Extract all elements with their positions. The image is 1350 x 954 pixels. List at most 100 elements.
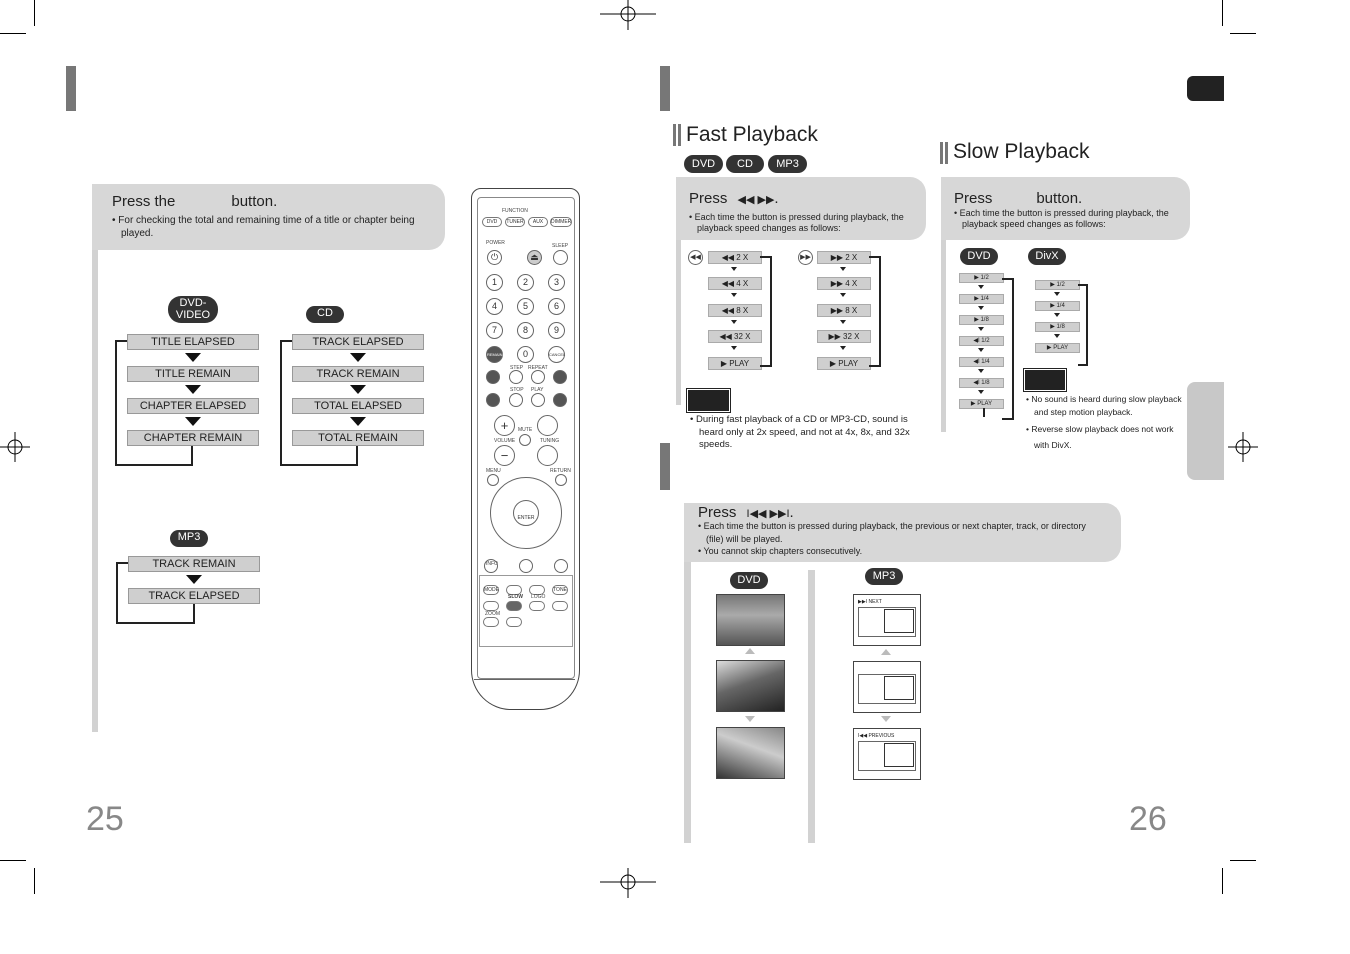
down-arrow-icon: [731, 267, 737, 271]
cancel-button[interactable]: CANCEL: [548, 346, 565, 363]
mode-button[interactable]: [519, 559, 533, 573]
speed-box: ▶ PLAY: [708, 357, 762, 370]
down-arrow-icon: [731, 320, 737, 324]
skip-bullet-2: You cannot skip chapters consecutively.: [703, 546, 863, 556]
down-arrow-icon: [1054, 334, 1060, 338]
press-period: .: [789, 504, 794, 521]
fast-bullet: Each time the button is pressed during p…: [694, 212, 904, 233]
enter-button[interactable]: ENTER: [513, 500, 539, 526]
stop-button[interactable]: [509, 393, 523, 407]
mp3-screen-previous: I◀◀ PREVIOUS: [853, 728, 921, 780]
down-arrow-icon: [978, 306, 984, 310]
loop-line: [116, 604, 195, 624]
mp3-prev-label: I◀◀ PREVIOUS: [858, 733, 895, 739]
repeat-button[interactable]: [531, 370, 545, 384]
fast-playback-panel: Press ◀◀ ▶▶. • Each time the button is p…: [676, 177, 926, 240]
number-5-button[interactable]: 5: [517, 298, 534, 315]
crop-mark: [34, 0, 35, 26]
number-9-button[interactable]: 9: [548, 322, 565, 339]
logo-label: LOGO: [531, 594, 546, 600]
speed-button[interactable]: [529, 585, 545, 595]
page-number: 25: [86, 800, 124, 838]
sleep-button[interactable]: [553, 250, 568, 265]
remain-button[interactable]: REMAIN: [486, 346, 503, 363]
number-4-button[interactable]: 4: [486, 298, 503, 315]
side-bar: [808, 570, 815, 843]
side-tab: [1187, 382, 1224, 480]
tuning-down-button[interactable]: [537, 445, 558, 466]
loop-line: [869, 256, 881, 367]
press-text: Press the: [112, 193, 176, 210]
info-button[interactable]: [484, 559, 498, 573]
number-2-button[interactable]: 2: [517, 274, 534, 291]
eject-button[interactable]: ⏏: [527, 250, 542, 265]
number-0-button[interactable]: 0: [517, 346, 534, 363]
number-8-button[interactable]: 8: [517, 322, 534, 339]
tuner-button[interactable]: TUNER: [505, 217, 525, 227]
dvd-badge: DVD: [960, 248, 998, 265]
logo-button[interactable]: [529, 601, 545, 611]
dvd-badge: DVD: [730, 572, 768, 589]
speed-box: ▶ 1/2: [1035, 280, 1080, 290]
remote-control: FUNCTION DVD TUNER AUX DIMMER POWER SLEE…: [471, 188, 580, 710]
down-arrow-icon: [1054, 292, 1060, 296]
step-label: STEP: [510, 365, 524, 371]
step-button[interactable]: [509, 370, 523, 384]
loop-line: [1078, 284, 1088, 366]
slow-button[interactable]: [506, 601, 522, 611]
effect-button[interactable]: [506, 585, 522, 595]
number-3-button[interactable]: 3: [548, 274, 565, 291]
mp3-badge: MP3: [170, 530, 208, 547]
press-text: Press: [689, 190, 728, 207]
speed-box: ▶ 1/8: [1035, 322, 1080, 332]
pscan-button[interactable]: [483, 601, 499, 611]
aux-button[interactable]: AUX: [528, 217, 548, 227]
tuning-up-button[interactable]: [537, 415, 558, 436]
power-button[interactable]: ⏻: [487, 250, 502, 265]
cd-badge: CD: [726, 155, 764, 173]
play-pause-button[interactable]: [531, 393, 545, 407]
registration-mark: [600, 0, 656, 30]
return-button[interactable]: [555, 474, 567, 486]
forward-icon: ▶▶: [798, 250, 813, 265]
dimmer-button[interactable]: DIMMER: [550, 217, 572, 227]
speed-box: ◀◀ 32 X: [708, 330, 762, 343]
number-7-button[interactable]: 7: [486, 322, 503, 339]
mode-small-button[interactable]: MODE: [483, 585, 499, 595]
speed-box: ▶ PLAY: [959, 399, 1004, 409]
skip-back-button[interactable]: [486, 370, 500, 384]
slow-playback-heading: Slow Playback: [953, 140, 1090, 163]
volume-down-button[interactable]: −: [494, 445, 515, 466]
down-arrow-icon: [731, 346, 737, 350]
down-arrow-icon: [840, 267, 846, 271]
speed-box: ◀◀ 4 X: [708, 277, 762, 290]
display-bullet: For checking the total and remaining tim…: [118, 215, 415, 239]
dvd-video-badge: DVD-VIDEO: [168, 296, 218, 323]
navigation-pad[interactable]: [490, 477, 562, 549]
dvd-button[interactable]: DVD: [482, 217, 502, 227]
tone-button[interactable]: TONE: [552, 585, 568, 595]
speed-box: ◀I 1/4: [959, 357, 1004, 367]
volume-up-button[interactable]: +: [494, 415, 515, 436]
crop-mark: [1230, 33, 1256, 34]
mp3-screen: [853, 661, 921, 713]
ez-view-button[interactable]: [506, 617, 522, 627]
rewind-button[interactable]: [486, 393, 500, 407]
slow-note-1: No sound is heard during slow playback a…: [1031, 394, 1182, 417]
speed-box: ◀I 1/2: [959, 336, 1004, 346]
menu-button[interactable]: [487, 474, 499, 486]
zoom-button[interactable]: [483, 617, 499, 627]
down-arrow-icon: [185, 417, 201, 426]
dvd-badge: DVD: [684, 155, 723, 173]
number-6-button[interactable]: 6: [548, 298, 565, 315]
fast-forward-button[interactable]: [553, 393, 567, 407]
down-arrow-icon: [840, 293, 846, 297]
sound-button[interactable]: [554, 559, 568, 573]
number-1-button[interactable]: 1: [486, 274, 503, 291]
rewind-forward-icon: ◀◀ ▶▶: [737, 194, 775, 206]
skip-forward-button[interactable]: [553, 370, 567, 384]
down-arrow-icon: [978, 369, 984, 373]
press-period: .: [774, 190, 779, 207]
sound-edit-button[interactable]: [552, 601, 568, 611]
mute-button[interactable]: [519, 434, 531, 446]
